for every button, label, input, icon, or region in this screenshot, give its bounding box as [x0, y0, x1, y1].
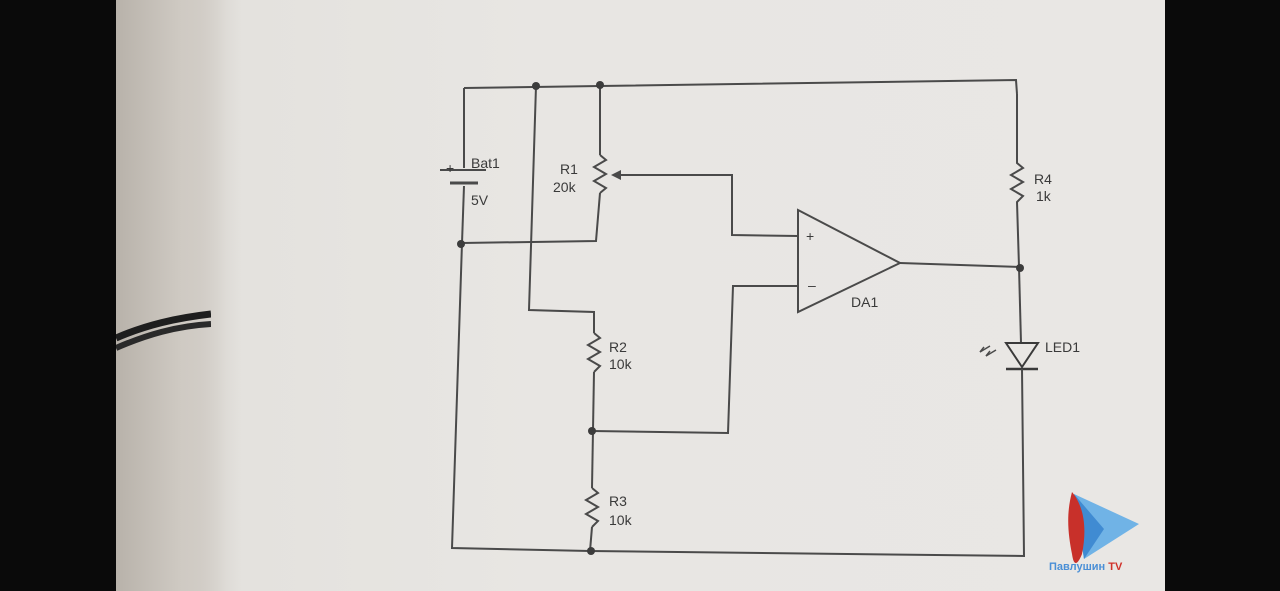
node-battery-neg	[457, 240, 465, 248]
r2-name: R2	[609, 339, 627, 355]
wire-battery-bottom	[461, 185, 465, 244]
letterbox-right	[1165, 0, 1280, 591]
opamp-plus: +	[806, 228, 814, 244]
resistor-r4-zigzag	[1009, 94, 1025, 268]
wire-led-bottom	[589, 368, 1026, 558]
wire-r2-feed	[527, 85, 595, 333]
wire-r3-bottom	[589, 526, 593, 552]
r2-value: 10k	[609, 356, 633, 372]
r1-value: 20k	[553, 179, 577, 195]
node-bottom	[587, 547, 595, 555]
wire-left-rail	[450, 242, 591, 552]
battery-symbol	[440, 169, 486, 185]
letterbox-left	[0, 0, 116, 591]
node-mid	[588, 427, 596, 435]
wire-led-top	[1018, 266, 1022, 344]
node-output	[1016, 264, 1024, 272]
opamp-name: DA1	[851, 294, 878, 310]
channel-logo	[1068, 492, 1139, 564]
r4-value: 1k	[1036, 188, 1052, 204]
battery-name: Bat1	[471, 155, 500, 171]
watermark-text: Павлушин TV	[1049, 561, 1123, 573]
wire-top-rail	[463, 78, 1018, 95]
led-name: LED1	[1045, 339, 1080, 355]
battery-polarity: +	[446, 160, 454, 176]
r3-name: R3	[609, 493, 627, 509]
resistor-r3-zigzag	[584, 487, 600, 528]
resistor-r1-zigzag	[592, 154, 608, 194]
r1-name: R1	[560, 161, 578, 177]
cable-image	[116, 310, 211, 351]
wire-r1-bottom	[461, 192, 601, 244]
wire-wiper	[613, 174, 799, 237]
wire-opamp-output	[899, 262, 1021, 268]
node-top-a	[532, 82, 540, 90]
circuit-schematic: + Bat1 5V R1 20k R2 10k R3 10k R4 1k + –…	[440, 78, 1080, 558]
opamp-minus: –	[808, 277, 816, 293]
node-top-b	[596, 81, 604, 89]
opamp-triangle	[797, 208, 903, 314]
battery-value: 5V	[471, 192, 489, 208]
resistor-r2-zigzag	[586, 332, 602, 373]
video-frame: + Bat1 5V R1 20k R2 10k R3 10k R4 1k + –…	[116, 0, 1165, 591]
wiper-arrow	[611, 170, 621, 180]
r3-value: 10k	[609, 512, 633, 528]
paper-edge-shadow	[116, 0, 226, 591]
led-symbol	[979, 342, 1040, 371]
wire-minus-input	[591, 285, 798, 435]
r4-name: R4	[1034, 171, 1052, 187]
